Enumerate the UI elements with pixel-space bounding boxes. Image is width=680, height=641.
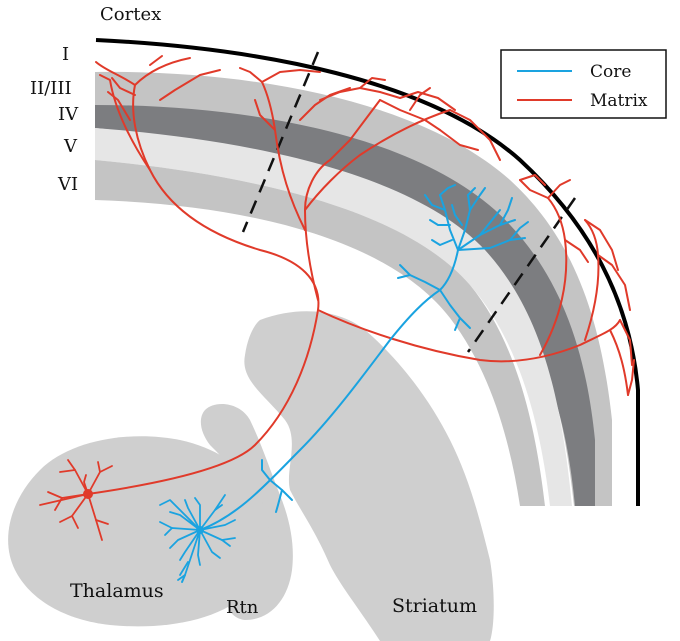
layer-band-6 (95, 160, 545, 506)
legend-matrix-label: Matrix (590, 91, 648, 111)
layer-band-2-3 (95, 71, 612, 506)
column-boundaries (241, 51, 577, 353)
column-boundary-left (241, 51, 320, 233)
label-layer-6: VI (57, 174, 78, 195)
label-striatum: Striatum (392, 595, 477, 617)
core-dendrites (159, 494, 236, 581)
label-layer-1: I (62, 44, 69, 65)
legend: Core Matrix (500, 49, 667, 119)
labels: Cortex I II/III IV V VI Thalamus Rtn Str… (30, 4, 477, 618)
subcortical-structures (8, 311, 494, 641)
core-projection (159, 184, 529, 583)
pial-surface (95, 38, 640, 506)
layer-band-5 (95, 128, 572, 506)
matrix-projection (39, 55, 635, 541)
core-axon (199, 249, 459, 531)
matrix-dendrites (39, 459, 113, 541)
label-thalamus: Thalamus (70, 580, 164, 602)
legend-box (500, 49, 667, 119)
legend-core-label: Core (590, 62, 631, 82)
label-layer-4: IV (58, 104, 79, 125)
label-rtn: Rtn (226, 597, 259, 618)
column-boundary-right (466, 197, 577, 353)
striatum-shape (244, 311, 494, 641)
label-cortex: Cortex (100, 4, 161, 25)
thalamus-shape (8, 436, 269, 627)
label-layer-5: V (63, 136, 78, 157)
label-layer-2-3: II/III (30, 78, 72, 99)
